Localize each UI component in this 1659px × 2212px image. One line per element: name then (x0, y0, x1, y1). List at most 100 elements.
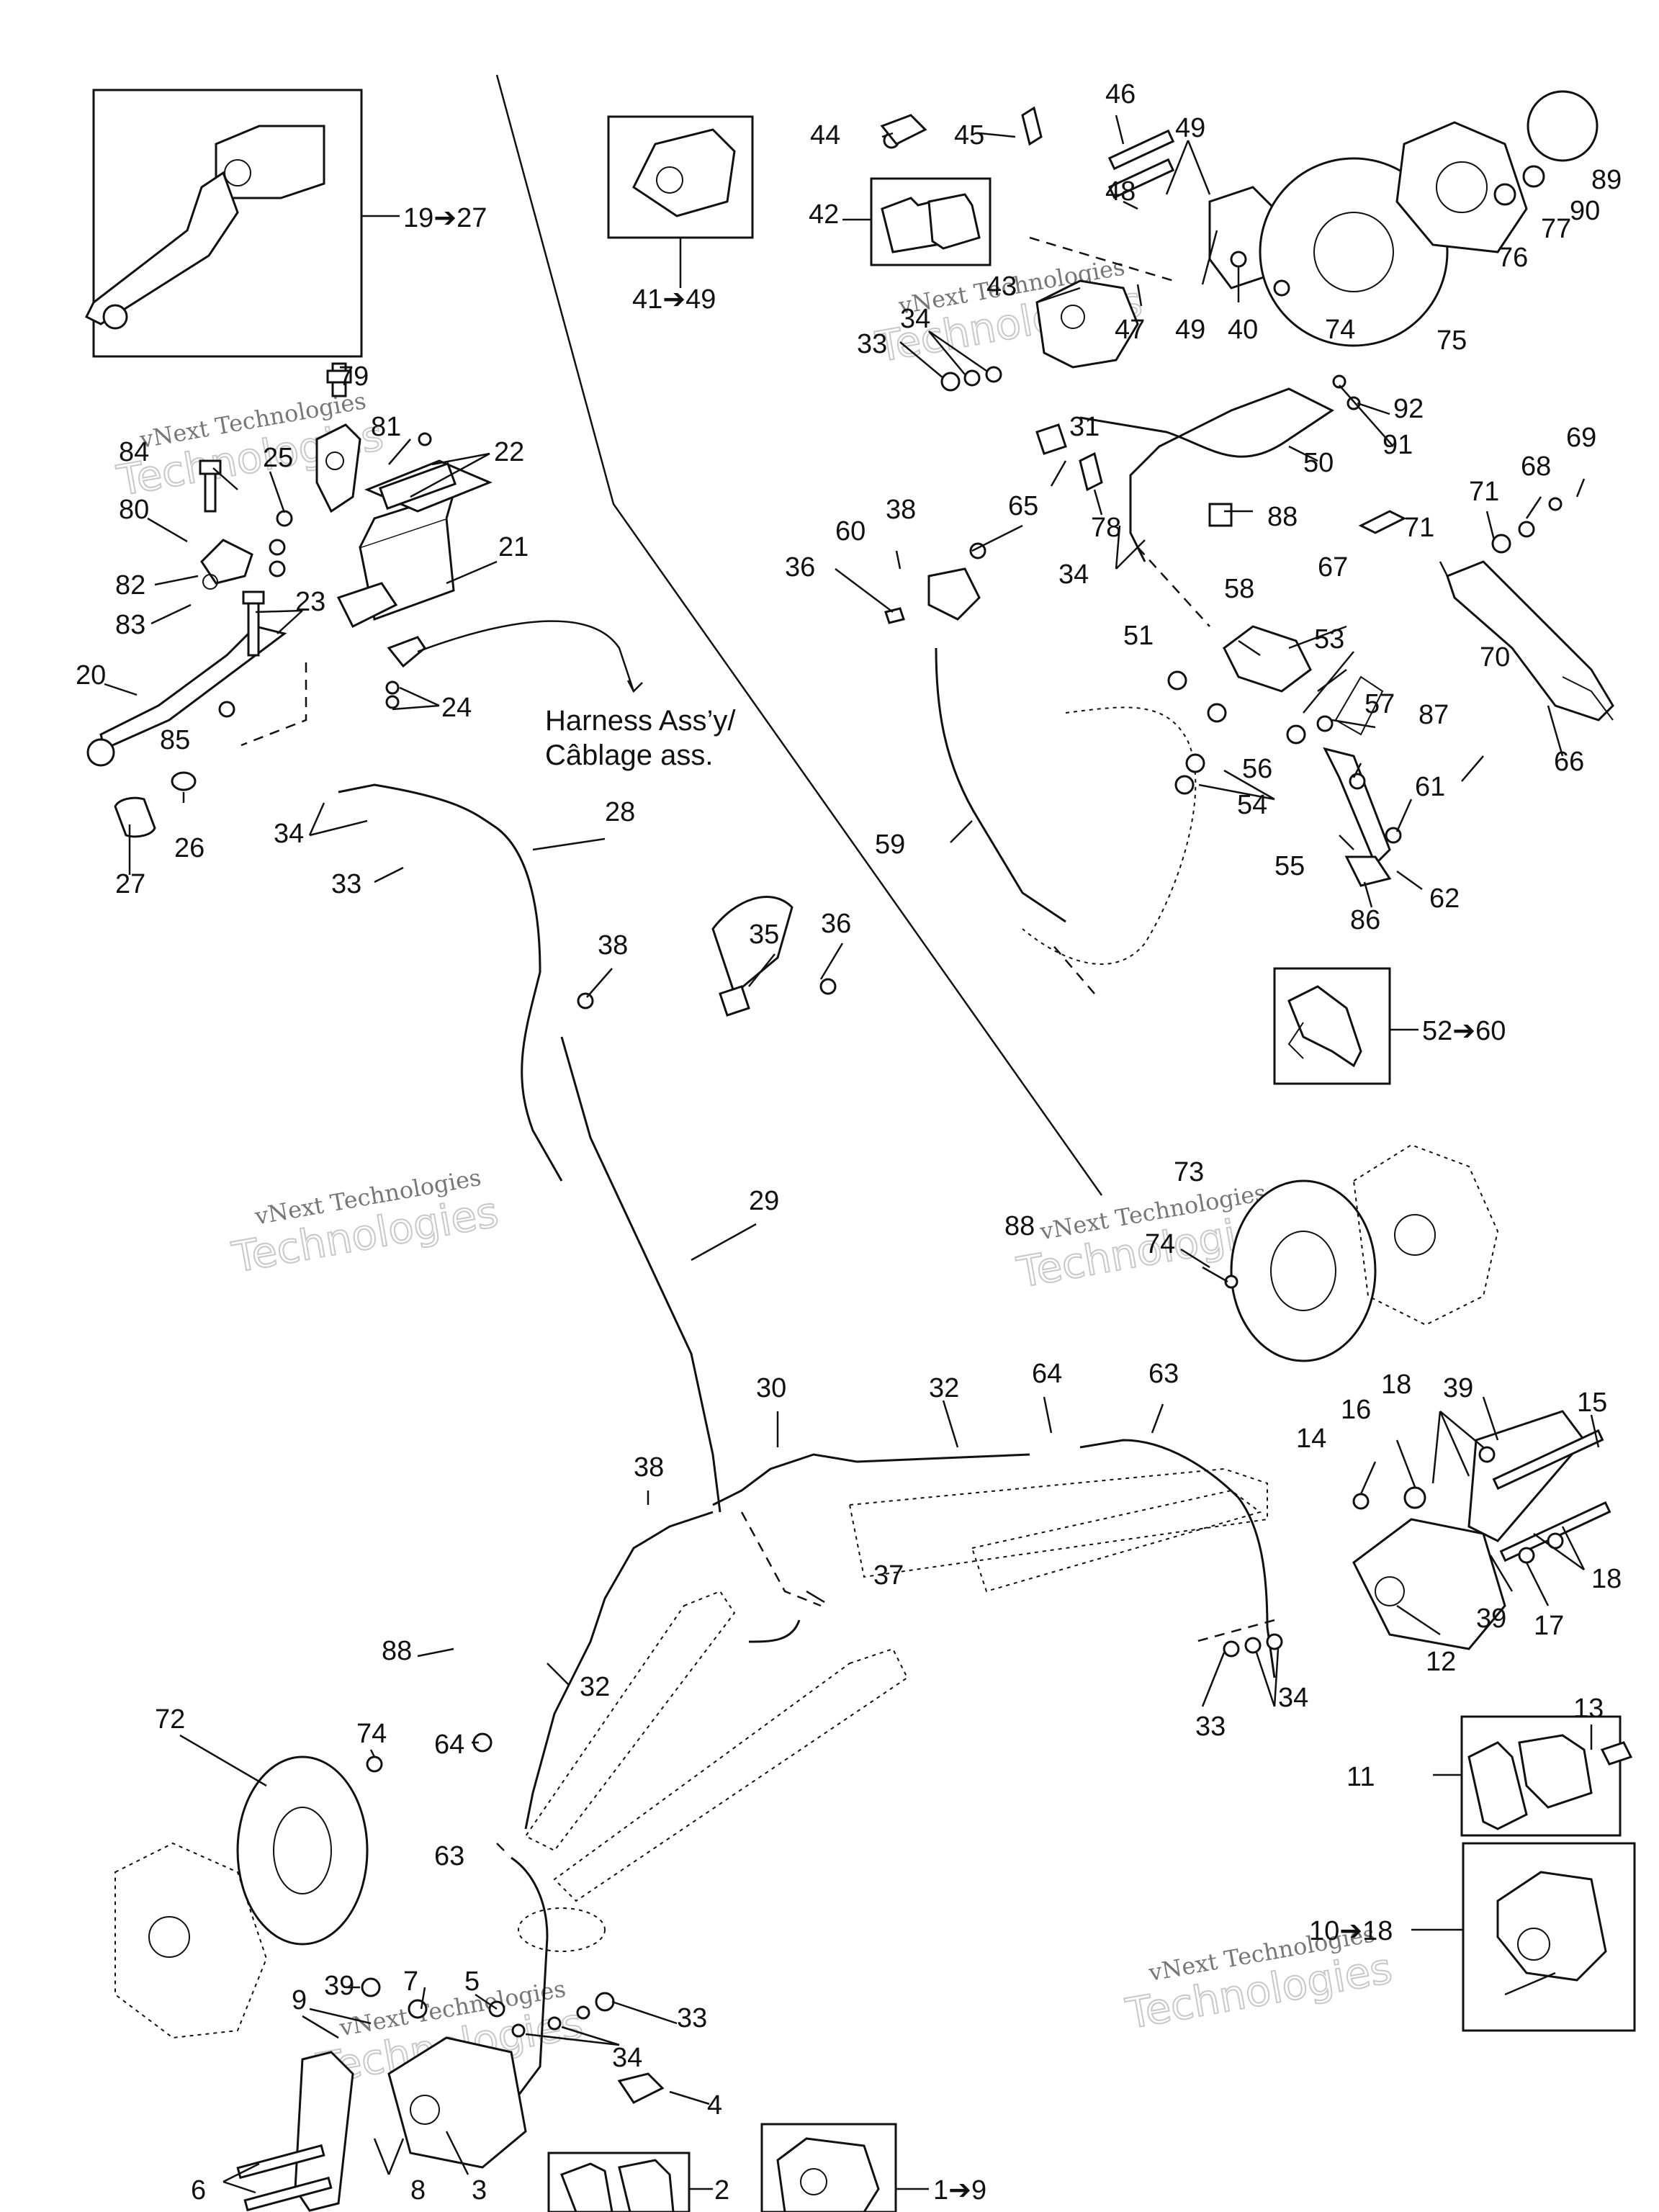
hose-63-upper (1079, 1439, 1276, 1678)
part-label-36a: 36 (821, 909, 851, 939)
part-label-49a: 49 (1175, 113, 1205, 143)
front-left-disc-caliper (114, 1732, 665, 2212)
part-label-77: 77 (1541, 214, 1571, 244)
foot-brake-assembly (577, 497, 1614, 1017)
connector-lines (740, 236, 1275, 1643)
part-label-91: 91 (1382, 430, 1413, 460)
part-label-79: 79 (338, 361, 369, 392)
part-label-9: 9 (292, 1985, 307, 2015)
part-label-18b: 18 (1591, 1564, 1622, 1594)
part-label-76: 76 (1498, 243, 1528, 273)
part-label-82: 82 (115, 570, 145, 601)
part-label-24: 24 (441, 693, 472, 723)
inset-rear-caliper-10-18: 10➔18 (1309, 1842, 1636, 2032)
part-label-43: 43 (986, 271, 1017, 302)
range-label-41-49: 41➔49 (632, 284, 716, 315)
part-label-84: 84 (119, 437, 149, 467)
hose-59 (935, 647, 1066, 923)
part-label-20: 20 (76, 660, 106, 691)
part-label-39a: 39 (324, 1971, 354, 2001)
hose-50 (1079, 387, 1334, 562)
range-label-19-27: 19➔27 (403, 203, 487, 233)
range-label-1-9: 1➔9 (933, 2175, 986, 2206)
part-label-29: 29 (749, 1186, 779, 1216)
part-label-71a: 71 (1469, 477, 1499, 507)
part-label-88a: 88 (1267, 502, 1298, 532)
part-label-8: 8 (410, 2175, 426, 2206)
watermarks: Technologies vNext Technologies Technolo… (112, 253, 1396, 2094)
part-label-92: 92 (1393, 394, 1424, 424)
part-label-34a: 34 (900, 304, 930, 334)
part-labels: 1 2 3 4 5 6 7 8 9 11 12 13 14 15 16 17 1… (76, 79, 1622, 2206)
part-label-38a: 38 (598, 930, 628, 961)
part-label-32a: 32 (929, 1373, 959, 1403)
hose-59-routing (1022, 706, 1197, 965)
section-divider-line (495, 74, 1103, 1196)
part-label-3: 3 (472, 2175, 487, 2206)
part-label-64a: 64 (1032, 1359, 1062, 1389)
part-label-63b: 63 (434, 1841, 464, 1871)
part-label-55: 55 (1274, 851, 1305, 881)
part-label-32b: 32 (580, 1672, 610, 1702)
part-label-68: 68 (1521, 451, 1551, 482)
front-caliper-top (880, 90, 1599, 527)
part-label-62: 62 (1429, 884, 1460, 914)
rear-disc-right (1224, 1143, 1499, 1362)
watermark: Technologies vNext Technologies (228, 1164, 503, 1283)
part-label-63a: 63 (1148, 1359, 1179, 1389)
inset-brake-pads-11 (1433, 1715, 1622, 1837)
range-label-52-60: 52➔60 (1422, 1016, 1506, 1046)
part-label-33d: 33 (677, 2003, 707, 2033)
part-label-86: 86 (1350, 905, 1380, 935)
part-label-59: 59 (875, 830, 905, 860)
part-label-51: 51 (1123, 621, 1154, 651)
part-label-42: 42 (809, 199, 839, 230)
hose-30 (712, 1453, 858, 1506)
range-label-10-18: 10➔18 (1309, 1916, 1393, 1946)
part-label-66: 66 (1554, 747, 1584, 777)
part-label-14: 14 (1296, 1424, 1326, 1454)
part-label-34b: 34 (274, 819, 304, 849)
inset-rear-master-cylinder-52-60: 52➔60 (1273, 967, 1506, 1085)
part-label-74a: 74 (1325, 315, 1355, 345)
part-label-21: 21 (498, 532, 529, 562)
part-label-34c: 34 (1058, 559, 1089, 590)
part-label-2: 2 (714, 2175, 729, 2206)
part-label-53: 53 (1314, 624, 1344, 655)
part-label-70: 70 (1480, 642, 1510, 673)
part-label-23: 23 (295, 587, 325, 617)
hose-29 (560, 1036, 721, 1513)
inset-brake-pads-42 (842, 177, 992, 266)
part-label-83: 83 (115, 610, 145, 640)
part-label-69: 69 (1566, 423, 1596, 453)
part-label-75: 75 (1437, 325, 1467, 356)
part-label-72: 72 (155, 1704, 185, 1735)
part-label-33b: 33 (331, 869, 361, 899)
part-label-7: 7 (403, 1966, 418, 1997)
part-label-71b: 71 (1404, 513, 1434, 543)
part-label-18a: 18 (1381, 1370, 1411, 1400)
part-label-73: 73 (1174, 1157, 1204, 1187)
part-label-81: 81 (371, 412, 401, 442)
part-label-13: 13 (1573, 1694, 1604, 1724)
part-label-15: 15 (1577, 1388, 1607, 1418)
part-label-87: 87 (1419, 700, 1449, 730)
part-label-28: 28 (605, 797, 635, 827)
part-label-31: 31 (1069, 412, 1100, 442)
inset-brake-pads-2 (547, 2152, 713, 2212)
part-label-44: 44 (810, 120, 840, 150)
part-label-17: 17 (1534, 1611, 1564, 1641)
part-label-54: 54 (1237, 790, 1267, 820)
part-label-40: 40 (1228, 315, 1258, 345)
inset-hand-master-cylinder: 19➔27 (84, 89, 487, 358)
harness-note-line2: Câblage ass. (545, 739, 713, 771)
part-label-74c: 74 (356, 1719, 387, 1749)
part-label-27: 27 (115, 869, 145, 899)
part-label-45: 45 (954, 120, 984, 150)
part-label-60: 60 (835, 516, 866, 547)
part-label-50: 50 (1303, 448, 1334, 478)
part-label-22: 22 (494, 437, 524, 467)
part-label-33c: 33 (1195, 1712, 1226, 1742)
part-label-39c: 39 (1476, 1604, 1506, 1634)
leader-lines (104, 114, 1600, 2194)
